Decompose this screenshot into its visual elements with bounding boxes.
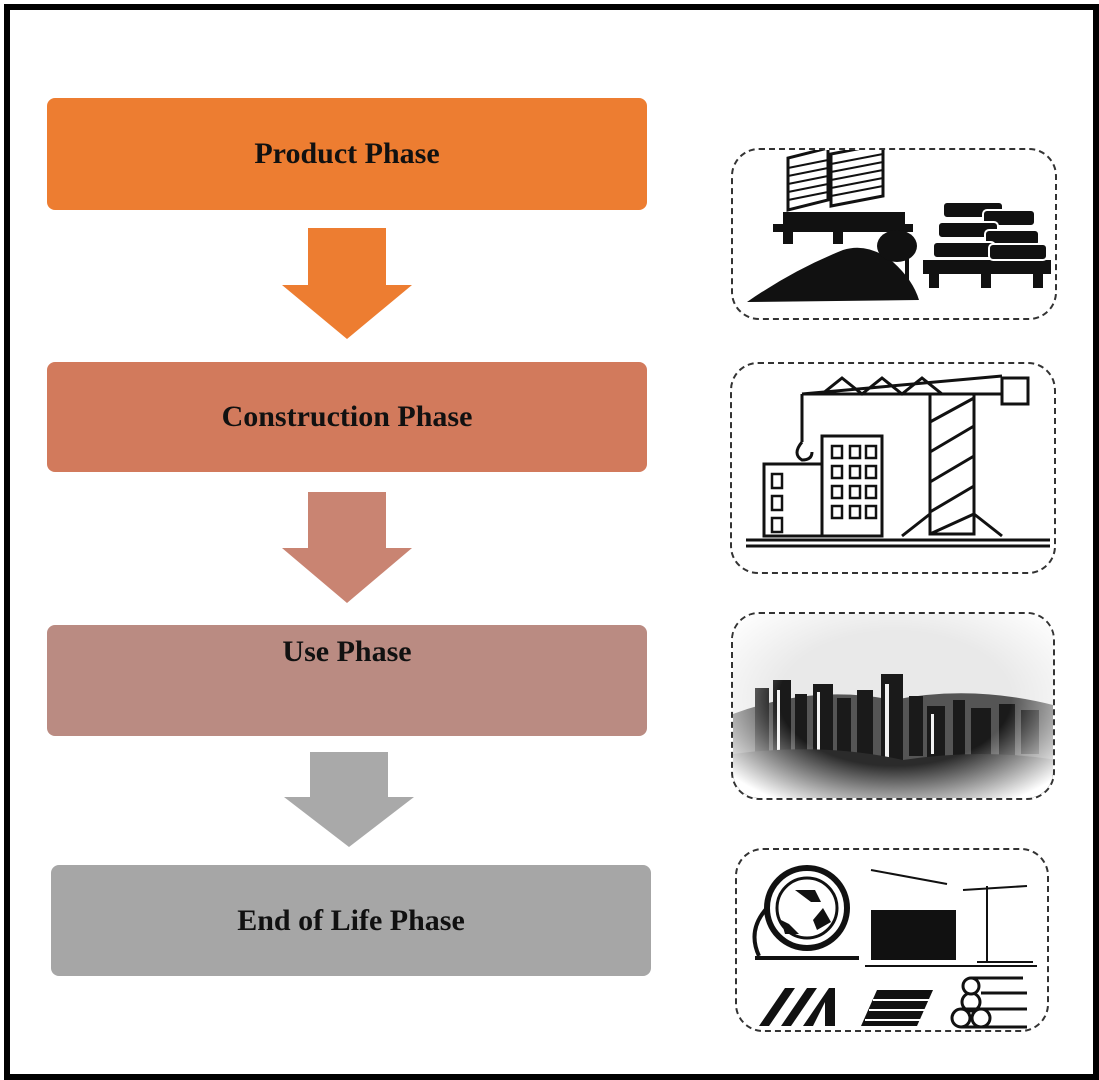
- down-arrow-1: [282, 228, 412, 339]
- product-phase-box: Product Phase: [47, 98, 647, 210]
- end-of-life-phase-box: End of Life Phase: [51, 865, 651, 976]
- use-phase-label: Use Phase: [282, 635, 412, 668]
- recycle-demolition-icon: [735, 848, 1049, 1032]
- diagram-frame: [4, 4, 1099, 1080]
- use-phase-box: Use Phase: [47, 625, 647, 736]
- construction-phase-label: Construction Phase: [221, 400, 473, 433]
- down-arrow-2: [282, 492, 412, 603]
- city-skyline-icon: [731, 612, 1055, 800]
- down-arrow-3: [284, 752, 414, 847]
- end-of-life-phase-label: End of Life Phase: [237, 903, 465, 937]
- construction-phase-box: Construction Phase: [47, 362, 647, 472]
- product-phase-label: Product Phase: [254, 137, 440, 170]
- crane-construction-icon: [730, 362, 1056, 574]
- building-materials-icon: [731, 148, 1057, 320]
